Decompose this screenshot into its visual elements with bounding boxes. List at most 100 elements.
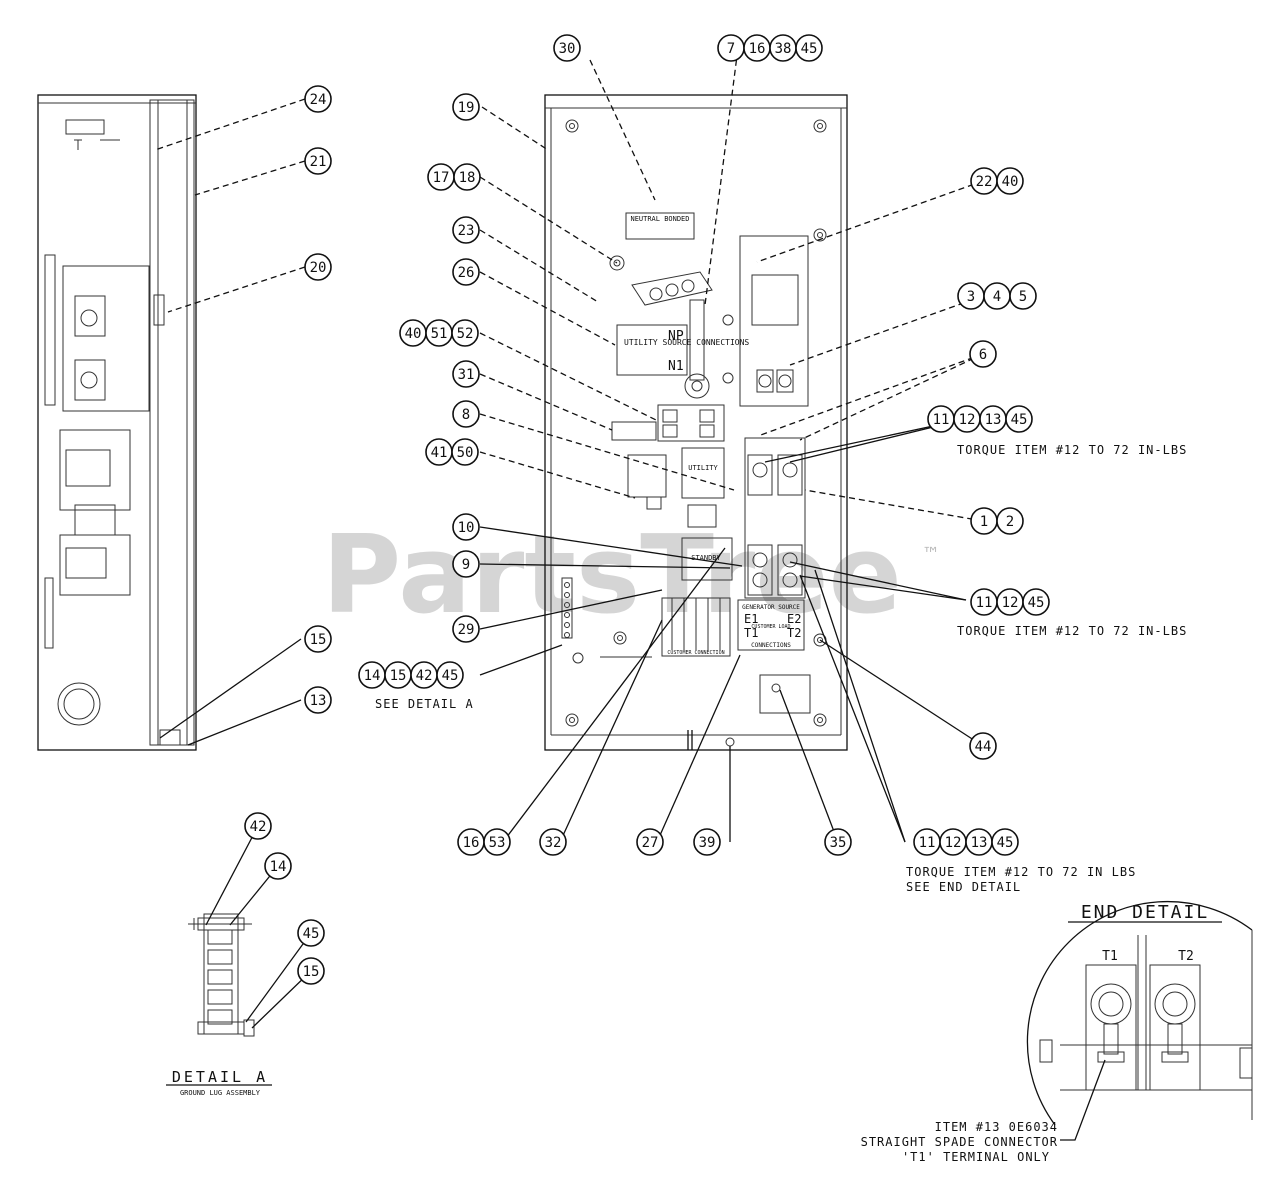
callout-number: 2 (1006, 514, 1014, 530)
front-view-enclosure: NEUTRAL BONDED UTILITY SOURCE CONNECTION… (544, 94, 848, 751)
callout-number: 16 (749, 41, 766, 57)
callout-14: 14 (264, 852, 292, 880)
callout-number: 52 (457, 326, 474, 342)
callout-19: 19 (452, 93, 480, 121)
callout-number: 51 (431, 326, 448, 342)
watermark-text: PartsTree (322, 513, 902, 638)
callout-number: 18 (459, 170, 476, 186)
callout-number: 44 (975, 739, 992, 755)
customer-load-label: CUSTOMER LOAD (751, 624, 790, 630)
callout-circle (451, 438, 479, 466)
callout-45: 45 (297, 919, 325, 947)
callout-23: 23 (452, 216, 480, 244)
callout-number: 9 (462, 557, 470, 573)
callout-circle (824, 828, 852, 856)
callout-44: 44 (969, 732, 997, 760)
callout-number: 42 (250, 819, 267, 835)
callout-number: 1 (980, 514, 988, 530)
callout-circle (304, 253, 332, 281)
callout-number: 30 (559, 41, 576, 57)
callout-number: 4 (993, 289, 1001, 305)
callout-number: 3 (967, 289, 975, 305)
callout-circle (539, 828, 567, 856)
callout-number: 31 (458, 367, 475, 383)
see-end-detail-note: SEE END DETAIL (906, 880, 1021, 894)
callout-circle (795, 34, 823, 62)
np-label: NP (668, 329, 684, 344)
callout-circle (452, 360, 480, 388)
end-note-3: 'T1' TERMINAL ONLY (902, 1150, 1050, 1164)
standby-contactor-label: STANDBY (691, 554, 721, 562)
callout-20: 20 (304, 253, 332, 281)
callout-number: 24 (310, 92, 327, 108)
callout-7-16-38-45: 7 16 38 45 (717, 34, 823, 62)
torque-note-mid: TORQUE ITEM #12 TO 72 IN-LBS (957, 624, 1187, 638)
callout-number: 26 (458, 265, 475, 281)
callout-circle (451, 319, 479, 347)
callout-circle (304, 686, 332, 714)
callout-42: 42 (244, 812, 272, 840)
callout-circle (452, 258, 480, 286)
callout-number: 38 (775, 41, 792, 57)
callout-number: 45 (997, 835, 1014, 851)
callout-number: 14 (270, 859, 287, 875)
callout-number: 27 (642, 835, 659, 851)
callout-29: 29 (452, 615, 480, 643)
callout-circle (969, 732, 997, 760)
callout-number: 13 (971, 835, 988, 851)
watermark-trademark: ™ (922, 544, 940, 565)
callout-number: 13 (310, 693, 327, 709)
callout-number: 6 (979, 347, 987, 363)
callout-number: 45 (442, 668, 459, 684)
utility-source-label: UTILITY SOURCE CONNECTIONS (624, 338, 749, 347)
callout-circle (452, 400, 480, 428)
leader-lines (154, 47, 984, 1029)
callout-circle (1022, 588, 1050, 616)
end-detail-drawing (1026, 900, 1253, 1126)
callout-number: 5 (1019, 289, 1027, 305)
callout-circle (304, 85, 332, 113)
callout-number: 21 (310, 154, 327, 170)
callout-15: 15 (297, 957, 325, 985)
callout-number: 50 (457, 445, 474, 461)
connections-label: CONNECTIONS (751, 642, 791, 649)
callout-number: 32 (545, 835, 562, 851)
end-detail-leader (1060, 1059, 1106, 1141)
callout-40-51-52: 40 51 52 (399, 319, 479, 347)
callout-circle (996, 167, 1024, 195)
callout-10: 10 (452, 513, 480, 541)
customer-connection-label: CUSTOMER CONNECTION (667, 650, 724, 656)
callout-circle (483, 828, 511, 856)
callout-9: 9 (452, 550, 480, 578)
callout-circle (1005, 405, 1033, 433)
callout-number: 40 (405, 326, 422, 342)
callout-circle (304, 625, 332, 653)
callout-circle (452, 93, 480, 121)
callout-15: 15 (304, 625, 332, 653)
callout-number: 12 (959, 412, 976, 428)
callout-number: 13 (985, 412, 1002, 428)
side-view-enclosure (37, 94, 197, 751)
callout-number: 45 (801, 41, 818, 57)
e1-label: E1 (744, 612, 758, 626)
callout-31: 31 (452, 360, 480, 388)
callout-number: 40 (1002, 174, 1019, 190)
callout-number: 16 (463, 835, 480, 851)
callout-circle (969, 340, 997, 368)
callout-circle (304, 147, 332, 175)
callout-39: 39 (693, 828, 721, 856)
t1-label: T1 (744, 626, 758, 640)
callout-circle (436, 661, 464, 689)
detail-a-title: DETAIL A (172, 1068, 268, 1086)
callout-circle (452, 513, 480, 541)
callout-number: 7 (727, 41, 735, 57)
callout-number: 12 (1002, 595, 1019, 611)
callout-number: 22 (976, 174, 993, 190)
see-detail-a-note: SEE DETAIL A (375, 697, 474, 711)
